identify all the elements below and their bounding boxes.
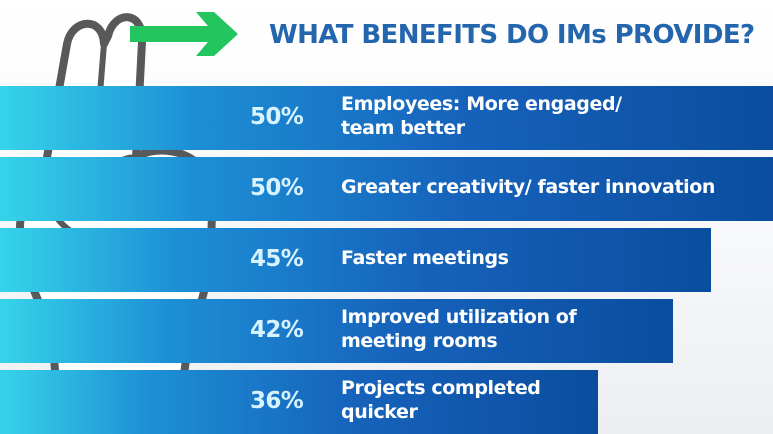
bar-category-label-line: Employees: More engaged/ [341,93,622,115]
bar-value-label: 50% [250,175,304,201]
bar-category-label-line: Improved utilization of [341,306,577,328]
bar-value-label: 50% [250,104,304,130]
bar-category-label-line: Greater creativity/ faster innovation [341,176,716,198]
bar-category-label-line: meeting rooms [341,330,498,352]
bar [0,86,773,150]
bar [0,157,773,221]
bar [0,228,711,292]
bar-category-label: Greater creativity/ faster innovation [341,175,761,199]
bar-category-label: Faster meetings [341,246,761,270]
bar-value-label: 42% [250,317,304,343]
arrow-icon [130,12,238,56]
bar [0,370,598,434]
chart-title: WHAT BENEFITS DO IMs PROVIDE? [269,20,755,50]
bar-category-label-line: Faster meetings [341,247,509,269]
bar [0,299,673,363]
bar-category-label: Employees: More engaged/team better [341,92,761,140]
bar-value-label: 45% [250,246,304,272]
bar-category-label-line: quicker [341,401,418,423]
bar-value-label: 36% [250,388,304,414]
bar-category-label-line: team better [341,117,465,139]
arrow-icon-shape [130,12,238,56]
bar-category-label-line: Projects completed [341,377,541,399]
